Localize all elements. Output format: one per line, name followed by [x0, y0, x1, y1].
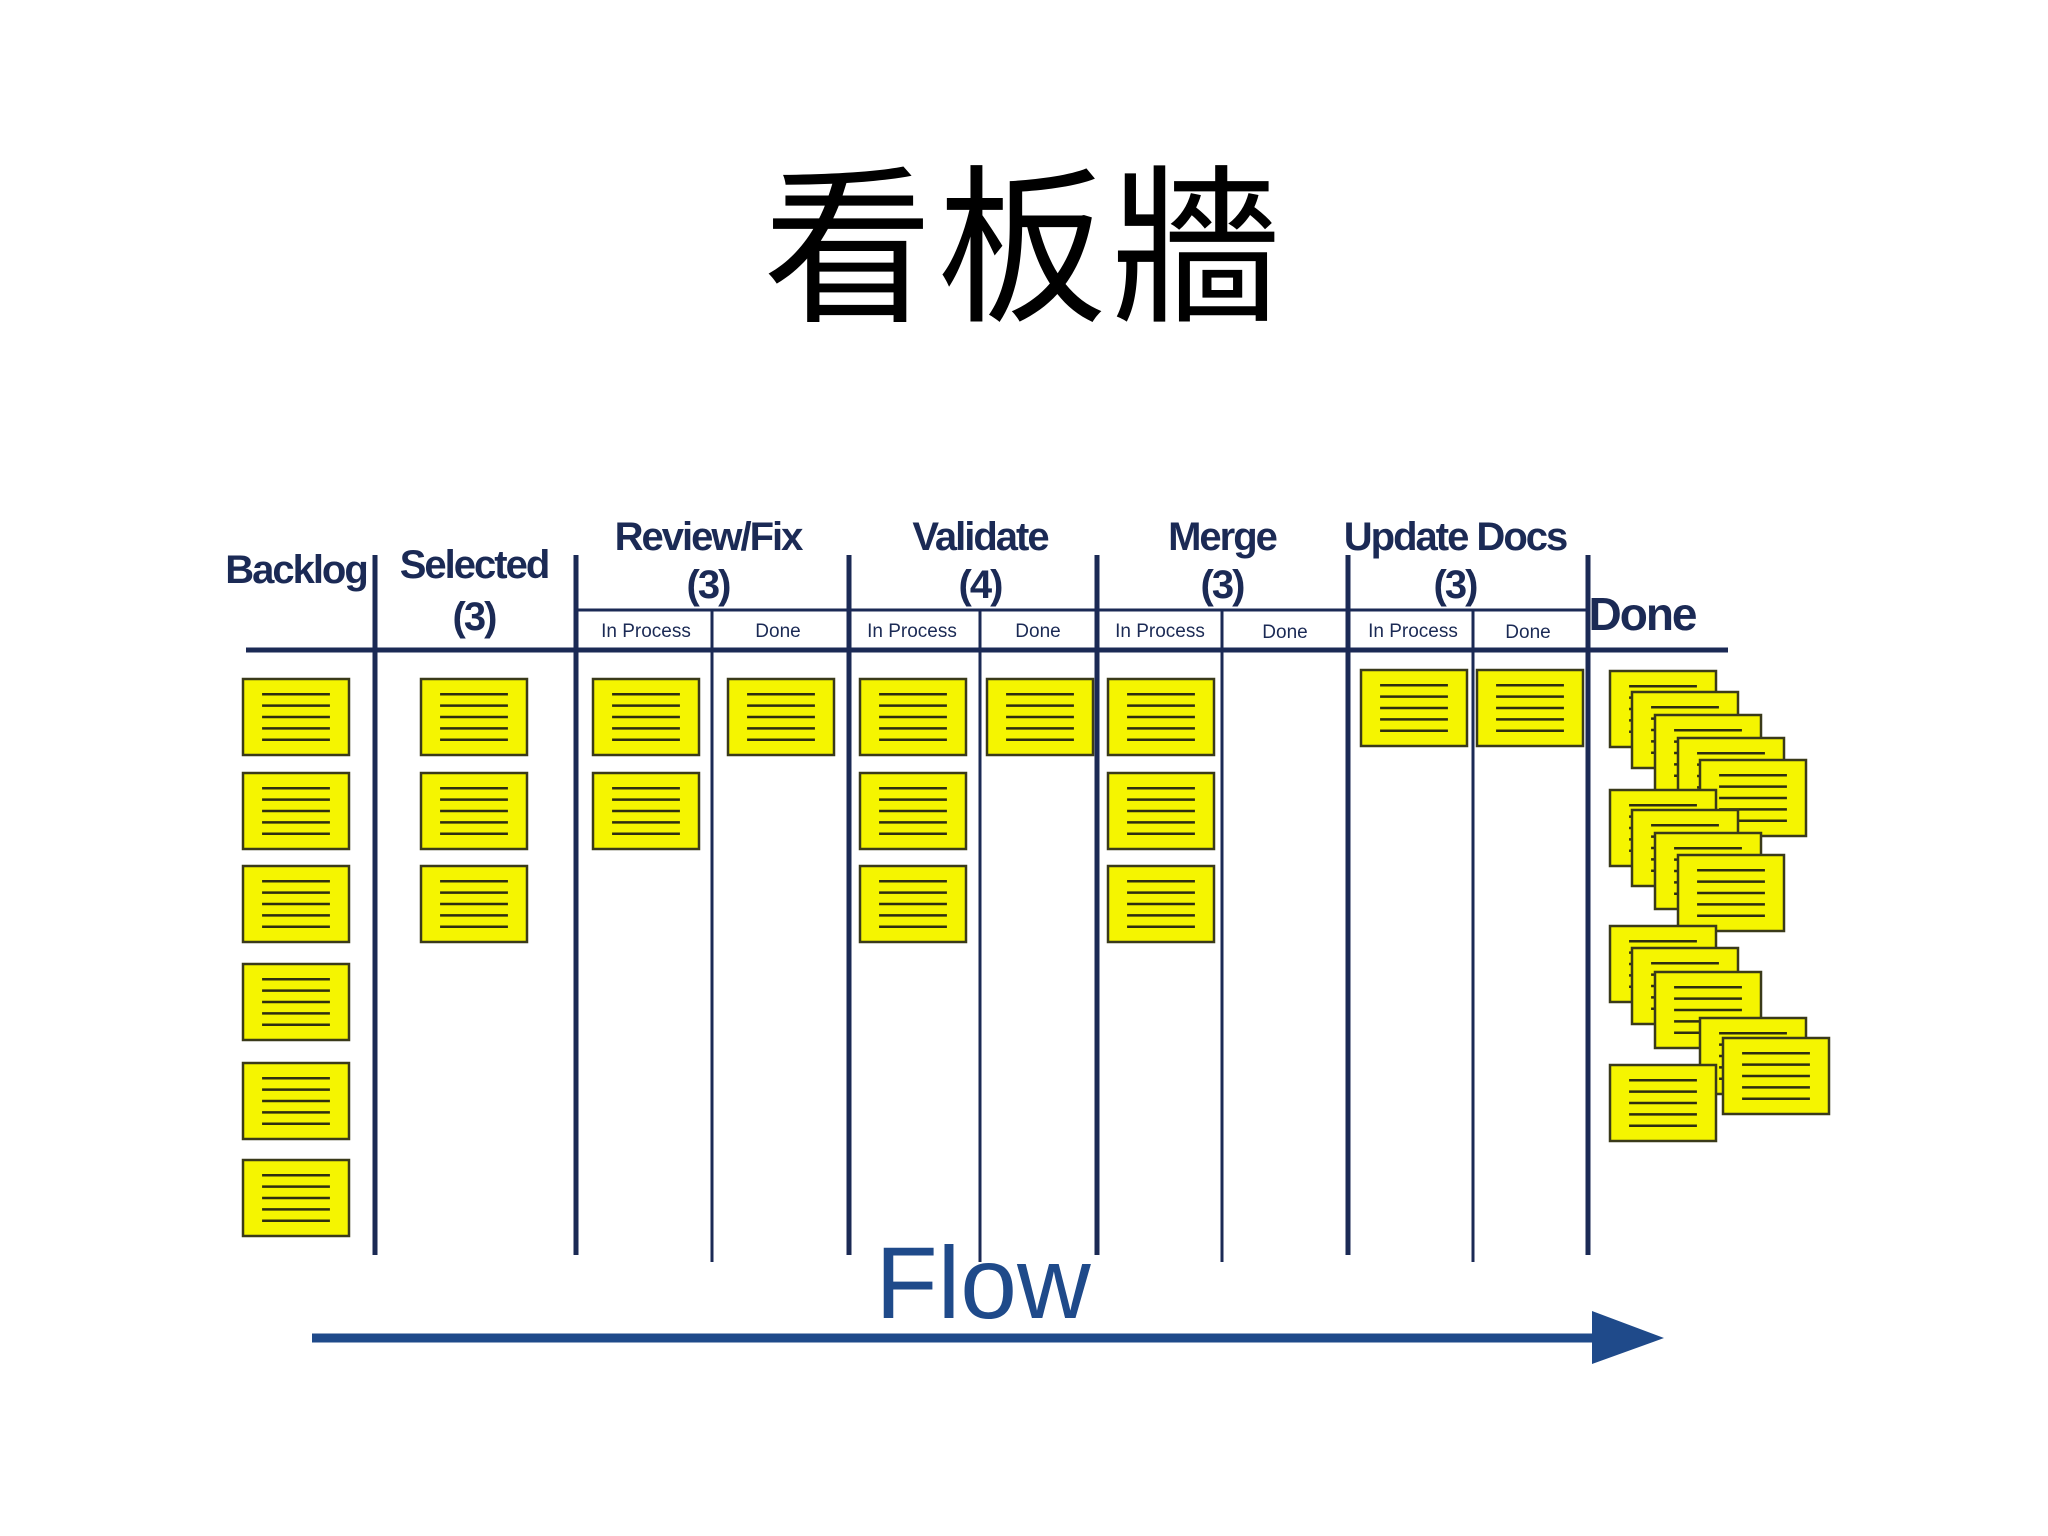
- sticky-note-card: [858, 771, 968, 851]
- sticky-note-card-done: [1676, 853, 1786, 933]
- flow-label: Flow: [875, 1226, 1091, 1340]
- column-wip-validate: (4): [959, 563, 1003, 607]
- sticky-note-card-done: [1721, 1036, 1831, 1116]
- sticky-note-card: [858, 864, 968, 944]
- sticky-note-card: [985, 677, 1095, 757]
- sticky-note-card: [241, 677, 351, 757]
- sticky-note-card: [858, 677, 968, 757]
- sticky-note-card: [241, 771, 351, 851]
- sticky-note-card-done: [1608, 1063, 1718, 1143]
- column-wip-update-docs: (3): [1434, 563, 1478, 607]
- sticky-note-card: [1106, 771, 1216, 851]
- column-header-done: Done: [1589, 588, 1697, 640]
- subcolumn-label-review-done: Done: [755, 621, 800, 642]
- sticky-note-card: [241, 962, 351, 1042]
- sticky-note-card: [419, 771, 529, 851]
- sticky-note-card: [591, 771, 701, 851]
- sticky-note-card: [591, 677, 701, 757]
- column-header-review: Review/Fix: [615, 515, 804, 559]
- sticky-note-card: [419, 677, 529, 757]
- flow-arrow-head: [1592, 1311, 1664, 1364]
- column-header-validate: Validate: [912, 515, 1048, 559]
- subcolumn-label-update-docs-in-process: In Process: [1368, 621, 1458, 642]
- sticky-note-card: [419, 864, 529, 944]
- sticky-note-card: [1106, 864, 1216, 944]
- sticky-note-card: [241, 1158, 351, 1238]
- subcolumn-label-merge-in-process: In Process: [1115, 621, 1205, 642]
- sticky-note-card: [1106, 677, 1216, 757]
- sticky-note-card: [241, 864, 351, 944]
- column-header-merge: Merge: [1168, 515, 1277, 559]
- subcolumn-label-review-in-process: In Process: [601, 621, 691, 642]
- column-wip-review: (3): [687, 563, 731, 607]
- column-wip-selected: (3): [453, 595, 497, 639]
- sticky-note-card: [241, 1061, 351, 1141]
- column-header-update-docs: Update Docs: [1344, 515, 1567, 559]
- column-wip-merge: (3): [1201, 563, 1245, 607]
- sticky-note-card: [726, 677, 836, 757]
- subcolumn-label-validate-done: Done: [1015, 621, 1060, 642]
- column-header-selected: Selected: [400, 543, 549, 587]
- column-header-backlog: Backlog: [225, 548, 367, 592]
- subcolumn-label-update-docs-done: Done: [1505, 622, 1550, 643]
- sticky-note-card: [1359, 668, 1469, 748]
- subcolumn-label-merge-done: Done: [1262, 622, 1307, 643]
- sticky-note-card: [1475, 668, 1585, 748]
- subcolumn-label-validate-in-process: In Process: [867, 621, 957, 642]
- page-title: 看板牆: [762, 151, 1285, 349]
